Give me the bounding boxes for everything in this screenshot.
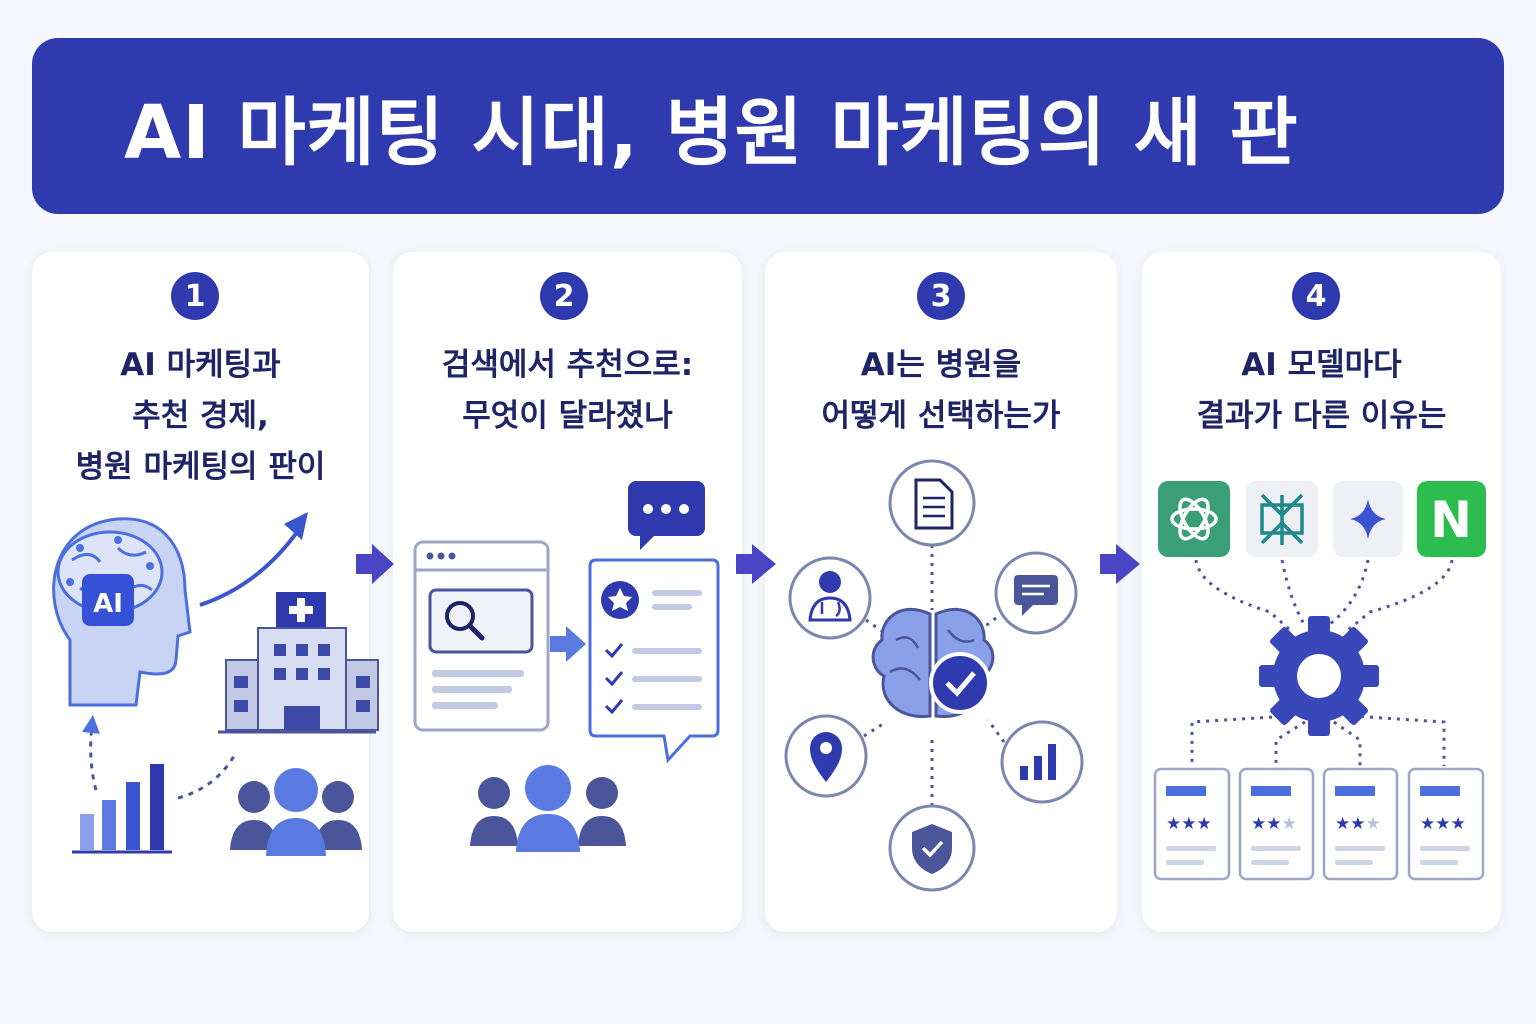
svg-text:★★★: ★★★ [1251,814,1297,834]
step-title-3-line: 어떻게 선택하는가 [821,398,1061,434]
location-pin-icon [784,714,868,798]
step-title-1: AI 마케팅과 추천 경제, 병원 마케팅의 판이 [32,340,369,493]
flow-arrow-1-2 [356,544,394,584]
step-number-1: 1 [171,272,219,320]
step-title-1-line: 병원 마케팅의 판이 [75,449,326,485]
svg-text:★★★: ★★★ [1420,814,1466,834]
ai-chip-label: AI [93,589,123,619]
svg-text:★★★: ★★★ [1335,814,1381,834]
step-title-3: AI는 병원을 어떻게 선택하는가 [765,340,1117,442]
step-title-2: 검색에서 추천으로: 무엇이 달라졌나 [393,340,742,442]
header-banner: AI 마케팅 시대, 병원 마케팅의 새 판 [32,38,1504,214]
trend-arrow-icon [199,512,308,607]
shield-check-icon [888,804,976,892]
naver-logo-letter: N [1430,491,1472,549]
step-title-3-line: AI는 병원을 [860,347,1022,383]
dotted-link [177,755,236,800]
step-number-4: 4 [1292,272,1340,320]
step-number-2: 2 [540,272,588,320]
model-connectors [1190,559,1454,766]
rating-card-icon: ★★★ [1322,767,1399,881]
step-number-3: 3 [917,272,965,320]
gemini-logo-icon [1333,481,1403,557]
step-title-2-line: 검색에서 추천으로: [441,347,694,383]
gear-icon [1259,616,1379,736]
step-title-1-line: AI 마케팅과 [120,347,281,383]
step-title-4-line: AI 모델마다 [1241,347,1402,383]
document-icon [888,459,976,547]
rating-card-icon: ★★★ [1407,767,1485,881]
bar-chart-icon [72,764,172,854]
rating-card-icon: ★★★ [1153,767,1231,881]
doctor-icon [788,556,872,640]
svg-text:★★★: ★★★ [1166,814,1212,834]
search-to-list-arrow [550,626,586,662]
message-icon [994,551,1078,635]
hospital-icon [218,592,379,734]
recommendation-list-icon [588,558,720,764]
step-title-2-line: 무엇이 달라졌나 [462,398,673,434]
perplexity-logo-icon [1246,481,1318,557]
page-title: AI 마케팅 시대, 병원 마케팅의 새 판 [124,89,1299,176]
people-icon [470,765,626,852]
naver-logo-icon [1417,481,1486,557]
flow-arrow-2-3 [736,544,776,584]
analytics-icon [1000,720,1084,804]
step-title-1-line: 추천 경제, [132,398,269,434]
rating-card-icon: ★★★ [1238,767,1315,881]
chat-bubble-icon [628,481,705,550]
step-title-4-line: 결과가 다른 이유는 [1196,398,1447,434]
flow-arrow-3-4 [1100,544,1140,584]
browser-search-icon [413,540,550,732]
brain-ai-icon [52,517,192,707]
brain-check-icon [871,607,995,718]
dotted-arrow-up [82,715,100,791]
people-icon [230,768,362,856]
step-title-4: AI 모델마다 결과가 다른 이유는 [1142,340,1501,442]
chatgpt-logo-icon [1158,481,1230,557]
